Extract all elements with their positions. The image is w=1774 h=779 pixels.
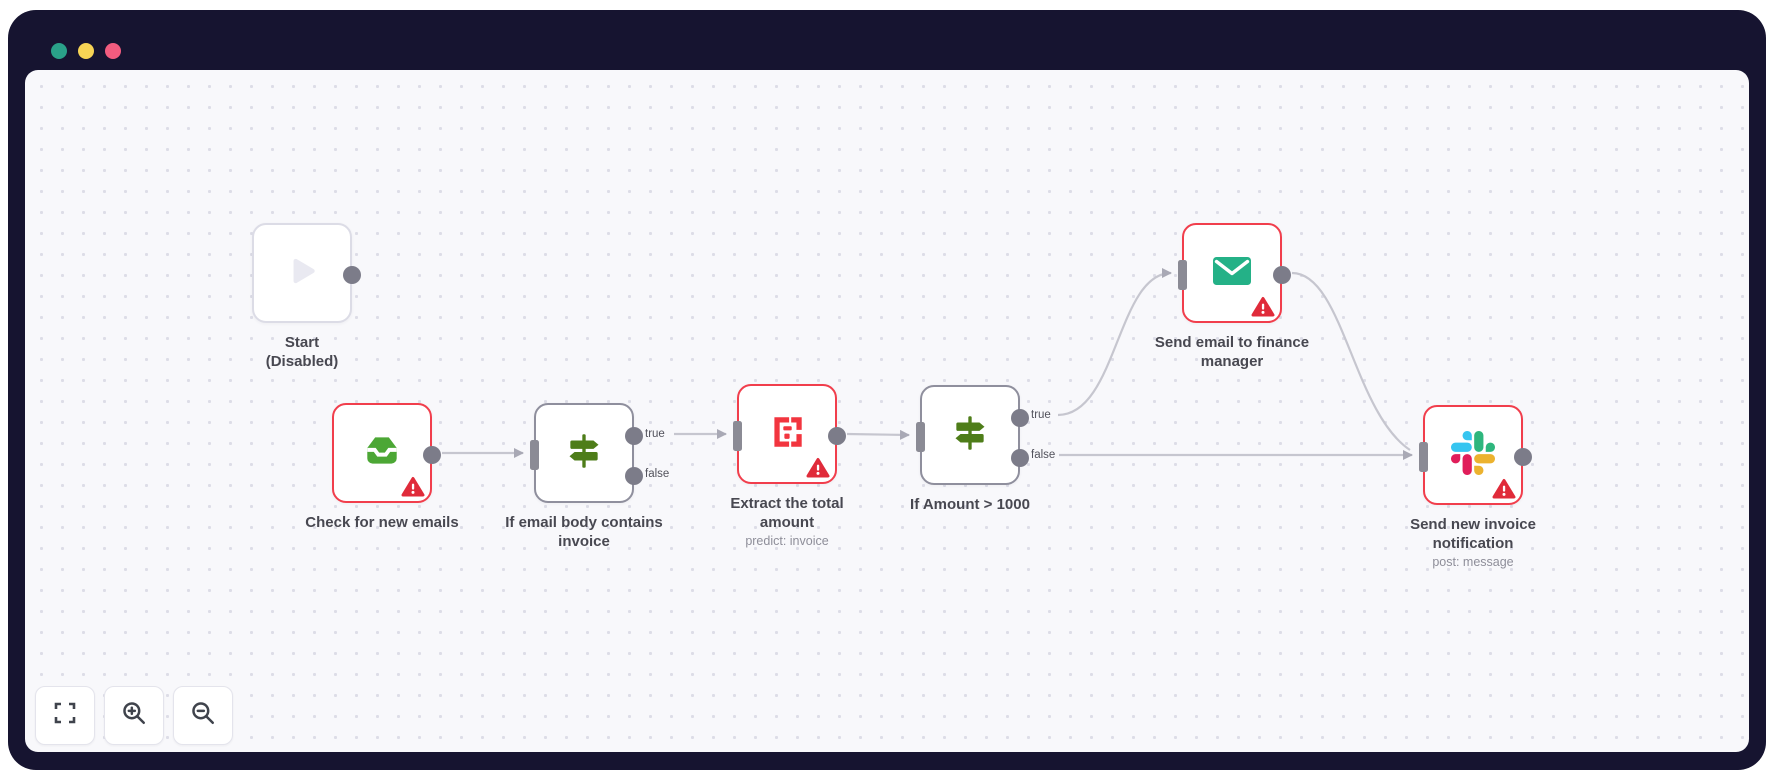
warning-icon bbox=[806, 457, 830, 478]
zoom-in-button[interactable] bbox=[104, 686, 164, 745]
input-port[interactable] bbox=[916, 422, 925, 452]
output-port[interactable] bbox=[1514, 448, 1532, 466]
input-port[interactable] bbox=[530, 440, 539, 470]
port-label-false: false bbox=[1031, 449, 1056, 461]
output-port-false[interactable] bbox=[625, 467, 643, 485]
warning-icon bbox=[1251, 296, 1275, 317]
node-if-amount-gt-1000[interactable]: If Amount > 1000 bbox=[910, 385, 1030, 513]
zoom-out-button[interactable] bbox=[173, 686, 233, 745]
node-label: Send email to finance manager bbox=[1154, 334, 1310, 371]
node-if-email-body-contains-invoice[interactable]: If email body contains invoice bbox=[505, 403, 663, 550]
output-port[interactable] bbox=[1273, 266, 1291, 284]
zoom-in-icon bbox=[121, 700, 147, 731]
port-label-true: true bbox=[1031, 409, 1051, 421]
window-controls bbox=[51, 43, 121, 59]
inbox-icon bbox=[361, 430, 403, 477]
port-label-true: true bbox=[645, 428, 665, 440]
node-label: If email body contains invoice bbox=[505, 514, 663, 551]
node-send-email-to-finance-manager[interactable]: Send email to finance manager bbox=[1155, 223, 1309, 370]
slack-icon bbox=[1451, 430, 1495, 480]
workflow-canvas[interactable]: true false true false Start (Disabled) bbox=[25, 70, 1749, 752]
node-start[interactable]: Start (Disabled) bbox=[252, 223, 361, 370]
zoom-to-fit-icon bbox=[53, 701, 77, 730]
output-port[interactable] bbox=[423, 446, 441, 464]
window-button-yellow[interactable] bbox=[78, 43, 94, 59]
input-port[interactable] bbox=[1419, 442, 1428, 472]
node-sublabel: predict: invoice bbox=[745, 534, 829, 548]
node-send-new-invoice-notification[interactable]: Send new invoice notification post: mess… bbox=[1410, 405, 1536, 569]
port-label-false: false bbox=[645, 468, 670, 480]
canvas-controls bbox=[35, 686, 233, 745]
window-button-pink[interactable] bbox=[105, 43, 121, 59]
envelope-icon bbox=[1210, 253, 1254, 294]
app-window: true false true false Start (Disabled) bbox=[8, 10, 1766, 770]
output-port-true[interactable] bbox=[1011, 409, 1029, 427]
mindee-frame-icon bbox=[766, 411, 808, 458]
output-port-false[interactable] bbox=[1011, 449, 1029, 467]
signpost-icon bbox=[949, 412, 991, 459]
input-port[interactable] bbox=[733, 421, 742, 451]
output-port[interactable] bbox=[343, 266, 361, 284]
node-label: If Amount > 1000 bbox=[910, 496, 1030, 513]
node-extract-the-total-amount[interactable]: Extract the total amount predict: invoic… bbox=[730, 384, 846, 548]
edge-extract-to-ifamount bbox=[846, 429, 910, 440]
node-label: Check for new emails bbox=[305, 514, 459, 531]
signpost-icon bbox=[563, 430, 605, 477]
output-port-true[interactable] bbox=[625, 427, 643, 445]
input-port[interactable] bbox=[1178, 260, 1187, 290]
node-label: Send new invoice notification bbox=[1410, 516, 1536, 553]
zoom-out-icon bbox=[190, 700, 216, 731]
node-label: Extract the total amount bbox=[730, 495, 844, 532]
node-sublabel: post: message bbox=[1432, 555, 1514, 569]
warning-icon bbox=[401, 476, 425, 497]
window-button-green[interactable] bbox=[51, 43, 67, 59]
play-icon bbox=[283, 252, 321, 295]
output-port[interactable] bbox=[828, 427, 846, 445]
warning-icon bbox=[1492, 478, 1516, 499]
node-check-for-new-emails[interactable]: Check for new emails bbox=[305, 403, 459, 531]
node-label: Start (Disabled) bbox=[265, 334, 339, 371]
zoom-to-fit-button[interactable] bbox=[35, 686, 95, 745]
